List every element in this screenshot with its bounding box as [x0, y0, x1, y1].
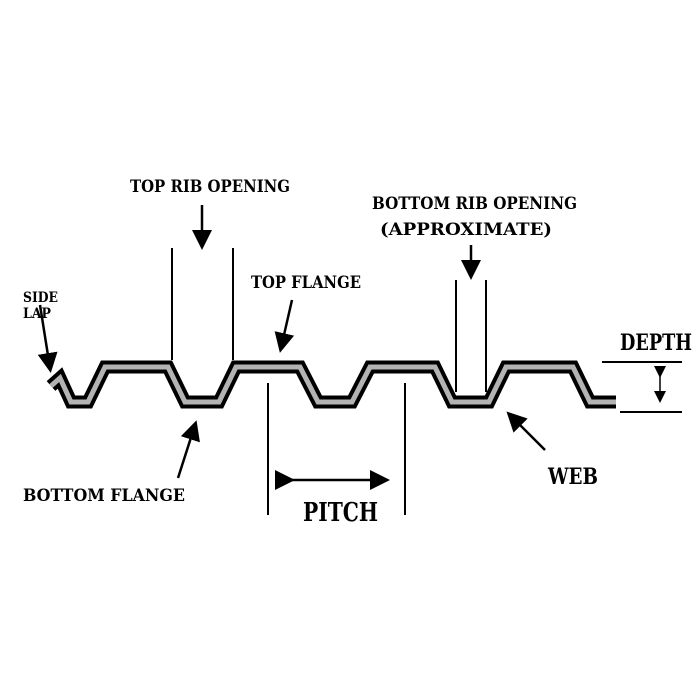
bottom-flange-label: BOTTOM FLANGE: [23, 486, 185, 506]
web-arrow: [506, 411, 546, 451]
bottom-rib-opening-lines: [455, 280, 487, 392]
approximate-label: (APPROXIMATE): [380, 220, 552, 240]
depth-label: DEPTH: [620, 330, 692, 356]
top-rib-opening-lines: [171, 248, 234, 360]
top-rib-opening-label: TOP RIB OPENING: [130, 177, 290, 197]
side-label: SIDE: [23, 290, 58, 306]
lap-label: LAP: [23, 306, 51, 322]
top-flange-label: TOP FLANGE: [251, 273, 361, 293]
side-lap-arrow: [37, 304, 58, 373]
deck-profile: [46, 360, 616, 409]
pitch-label: PITCH: [303, 498, 378, 528]
depth-dimension: [602, 361, 682, 413]
top-flange-arrow: [274, 299, 295, 353]
pitch-dimension: [267, 383, 406, 515]
web-label: WEB: [547, 464, 598, 490]
bottom-flange-arrow: [176, 420, 200, 479]
bottom-rib-opening-label: BOTTOM RIB OPENING: [372, 194, 577, 214]
